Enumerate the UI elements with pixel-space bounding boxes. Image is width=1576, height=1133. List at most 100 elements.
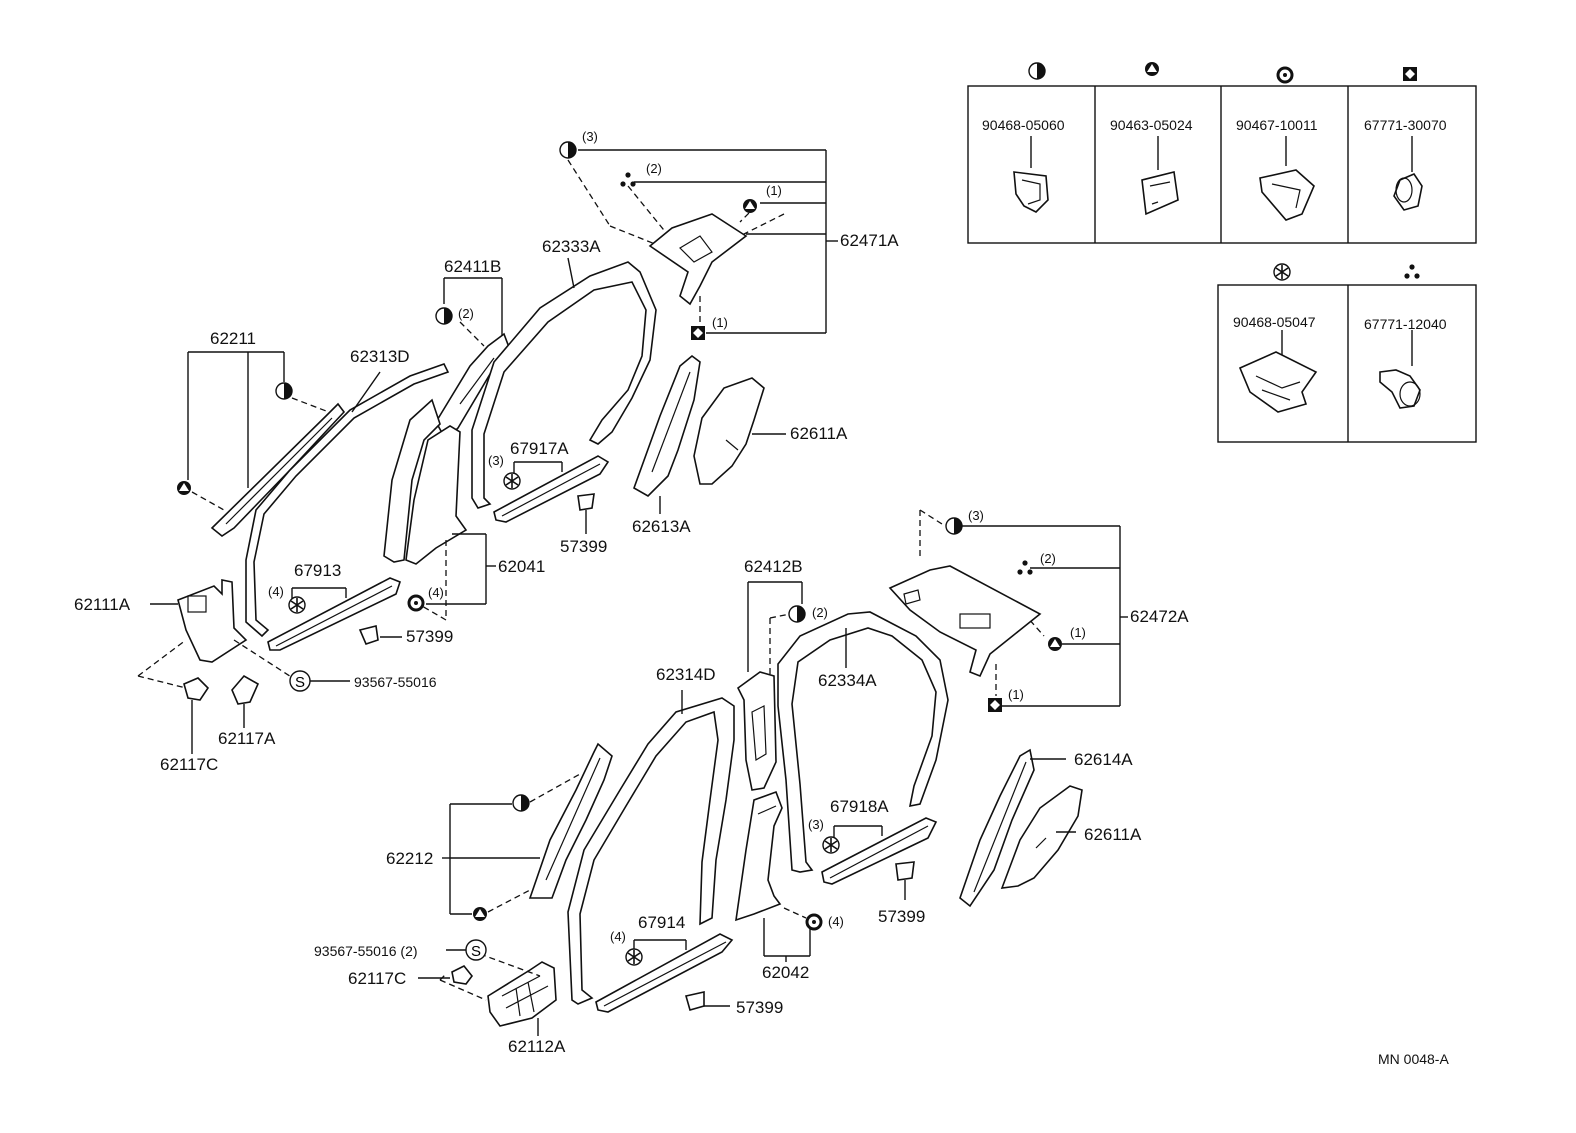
triangle-in-circle-icon — [1145, 62, 1159, 76]
clip-sketch-67771-30070 — [1393, 136, 1423, 211]
half-circle-icon — [1028, 62, 1046, 80]
part-label: 62212 — [386, 849, 434, 868]
legend-part-no: 67771-12040 — [1364, 316, 1447, 332]
part-62614A — [959, 748, 1066, 908]
triangle-in-circle-icon — [177, 481, 191, 495]
legend-table — [967, 62, 1477, 443]
part-label: 93567-55016 — [354, 674, 437, 690]
part-label: 62613A — [632, 517, 691, 536]
part-label: 62334A — [818, 671, 877, 690]
part-62211 — [210, 402, 346, 537]
part-label: 62472A — [1130, 607, 1189, 626]
triangle-in-circle-icon — [743, 199, 757, 213]
legend-part-no: 90467-10011 — [1236, 117, 1318, 133]
part-62112A — [439, 953, 557, 1036]
part-label: 62111A — [74, 595, 131, 614]
part-label: 62614A — [1074, 750, 1133, 769]
qty-marker: (2) — [458, 306, 474, 321]
part-label: 62333A — [542, 237, 601, 256]
bracket-62041 — [421, 533, 496, 621]
clip-sketch-90468-05060 — [1013, 136, 1049, 213]
half-circle-icon — [512, 794, 530, 812]
part-label: 62117C — [348, 969, 407, 988]
bracket-67914 — [633, 939, 687, 952]
part-label: 67914 — [638, 913, 686, 932]
bracket-62042 — [763, 907, 811, 962]
part-label: 57399 — [560, 537, 608, 556]
bracket-62212 — [442, 773, 581, 915]
clip-sketch-90463-05024 — [1141, 136, 1179, 216]
part-62412B — [736, 671, 777, 791]
bracket-62471A — [567, 149, 838, 334]
diamond-in-square-icon — [691, 326, 705, 340]
part-62117C-b — [418, 964, 474, 985]
s-bolt-icon-a: S — [289, 670, 350, 692]
part-62041 — [383, 398, 468, 565]
triangle-in-circle-icon — [473, 907, 487, 921]
part-62334A — [777, 611, 949, 873]
diamond-in-square-icon — [1403, 67, 1417, 81]
bracket-62211 — [187, 351, 335, 511]
asterisk-circle-icon — [822, 836, 840, 854]
bracket-67917A — [513, 461, 563, 474]
three-dots-icon — [1017, 560, 1033, 575]
qty-marker: (1) — [1008, 687, 1024, 702]
three-dots-icon — [1404, 264, 1420, 279]
part-62472A — [888, 565, 1042, 678]
qty-marker: (3) — [488, 453, 504, 468]
part-label: 62117C — [160, 755, 219, 774]
s-bolt-icon-b: S — [446, 939, 487, 961]
half-circle-icon — [788, 605, 806, 623]
part-67918A — [821, 817, 938, 885]
part-label: 67917A — [510, 439, 569, 458]
part-57399-a — [577, 493, 595, 534]
part-label: 57399 — [878, 907, 926, 926]
diagram-reference: MN 0048-A — [1378, 1051, 1449, 1067]
svg-text:S: S — [471, 943, 481, 960]
part-62611A-bot — [1000, 785, 1083, 889]
part-label: 62412B — [744, 557, 803, 576]
diamond-in-square-icon — [988, 698, 1002, 712]
half-circle-icon — [945, 517, 963, 535]
asterisk-circle-icon — [1273, 263, 1291, 281]
qty-marker: (2) — [812, 605, 828, 620]
part-62117A — [231, 674, 260, 728]
part-57399-b — [358, 625, 402, 645]
legend-part-no: 90463-05024 — [1110, 117, 1193, 133]
clip-sketch-90468-05047 — [1238, 330, 1318, 413]
part-label: 62611A — [1084, 825, 1142, 844]
half-circle-icon — [275, 382, 293, 400]
part-67917A — [493, 455, 610, 523]
qty-marker: (4) — [428, 585, 444, 600]
part-67914 — [595, 933, 734, 1013]
part-label: 62313D — [350, 347, 410, 366]
qty-marker: (4) — [268, 584, 284, 599]
qty-marker: (4) — [828, 914, 844, 929]
part-62471A — [648, 213, 748, 306]
qty-marker: (3) — [968, 508, 984, 523]
legend-part-no: 67771-30070 — [1364, 117, 1447, 133]
part-label: 67913 — [294, 561, 342, 580]
part-67913 — [267, 577, 401, 651]
part-62042 — [735, 790, 783, 922]
legend-part-no: 90468-05047 — [1233, 314, 1316, 330]
ring-icon — [1276, 66, 1294, 84]
qty-marker: (2) — [1040, 551, 1056, 566]
clip-sketch-90467-10011 — [1259, 136, 1315, 221]
part-62314D — [567, 690, 735, 1005]
qty-marker: (2) — [646, 161, 662, 176]
bracket-67918A — [833, 825, 883, 838]
part-label: 57399 — [406, 627, 454, 646]
qty-marker: (1) — [712, 315, 728, 330]
asterisk-circle-icon — [625, 948, 643, 966]
part-label: 67918A — [830, 797, 889, 816]
ring-icon — [805, 913, 823, 931]
qty-marker: (1) — [1070, 625, 1086, 640]
part-57399-d — [684, 991, 730, 1011]
qty-marker: (3) — [808, 817, 824, 832]
part-62333A — [471, 257, 657, 509]
half-circle-icon — [435, 307, 453, 325]
qty-marker: (1) — [766, 183, 782, 198]
